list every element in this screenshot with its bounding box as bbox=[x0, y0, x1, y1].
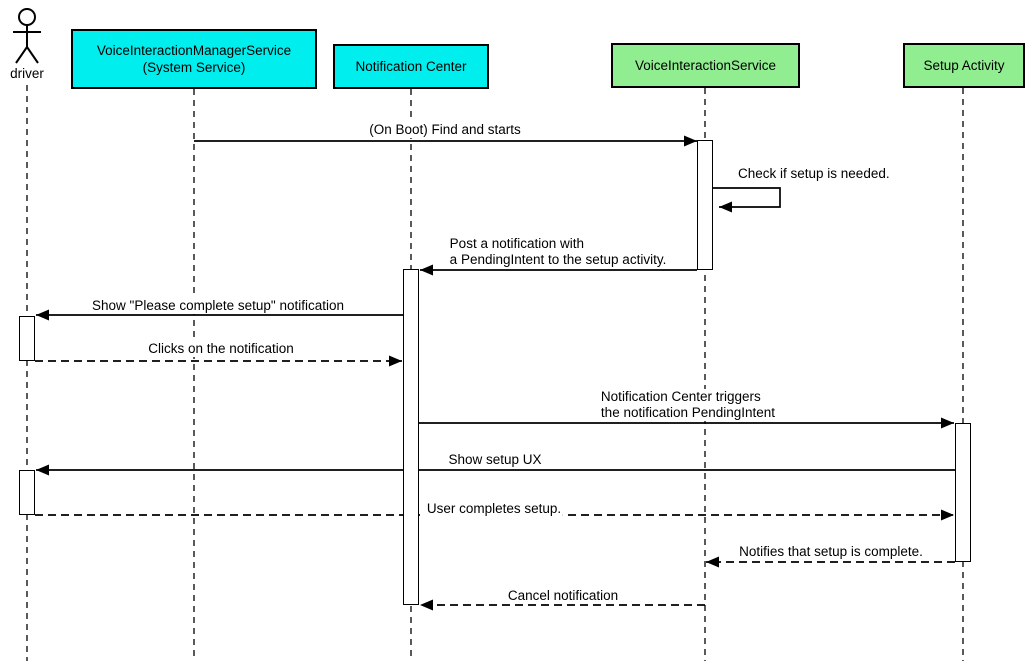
actor-label: driver bbox=[10, 66, 44, 81]
participant-vims: VoiceInteractionManagerService (System S… bbox=[71, 29, 317, 89]
participant-setup-activity: Setup Activity bbox=[903, 43, 1025, 88]
message-show-notification: Show "Please complete setup" notificatio… bbox=[90, 298, 346, 314]
message-notify-complete: Notifies that setup is complete. bbox=[737, 544, 925, 560]
message-cancel-notification: Cancel notification bbox=[505, 588, 621, 604]
message-post-notification-line1: Post a notification with bbox=[449, 236, 585, 251]
participant-setup-activity-name: Setup Activity bbox=[923, 58, 1005, 73]
message-trigger-pendingintent-line2: the notification PendingIntent bbox=[600, 405, 776, 420]
actor-head bbox=[18, 8, 36, 26]
message-find-and-starts: (On Boot) Find and starts bbox=[367, 122, 523, 138]
message-click-notification: Clicks on the notification bbox=[146, 341, 296, 357]
message-show-setup-ux: Show setup UX bbox=[446, 452, 544, 468]
participant-vims-subtitle: (System Service) bbox=[142, 60, 246, 75]
participant-vis-name: VoiceInteractionService bbox=[634, 58, 777, 73]
message-post-notification: Post a notification with a PendingIntent… bbox=[447, 236, 669, 268]
activation-vis bbox=[697, 140, 713, 270]
actor-figure bbox=[13, 8, 41, 64]
participant-notification-center: Notification Center bbox=[333, 44, 489, 89]
participant-vims-name: VoiceInteractionManagerService bbox=[96, 43, 292, 58]
activation-driver-1 bbox=[19, 316, 35, 361]
participant-vis: VoiceInteractionService bbox=[611, 43, 800, 88]
message-trigger-pendingintent: Notification Center triggers the notific… bbox=[598, 389, 778, 421]
participant-notification-center-name: Notification Center bbox=[355, 59, 467, 74]
message-trigger-pendingintent-line1: Notification Center triggers bbox=[600, 389, 761, 404]
arrow-check-setup-self bbox=[713, 187, 781, 213]
activation-driver-2 bbox=[19, 470, 35, 515]
actor-leg-left bbox=[15, 46, 28, 64]
message-check-setup: Check if setup is needed. bbox=[736, 166, 892, 182]
message-user-completes-setup: User completes setup. bbox=[424, 501, 564, 517]
actor-leg-right bbox=[26, 46, 39, 64]
activation-notification-center bbox=[403, 269, 419, 605]
message-post-notification-line2: a PendingIntent to the setup activity. bbox=[449, 252, 667, 267]
activation-setup-activity bbox=[955, 423, 971, 562]
